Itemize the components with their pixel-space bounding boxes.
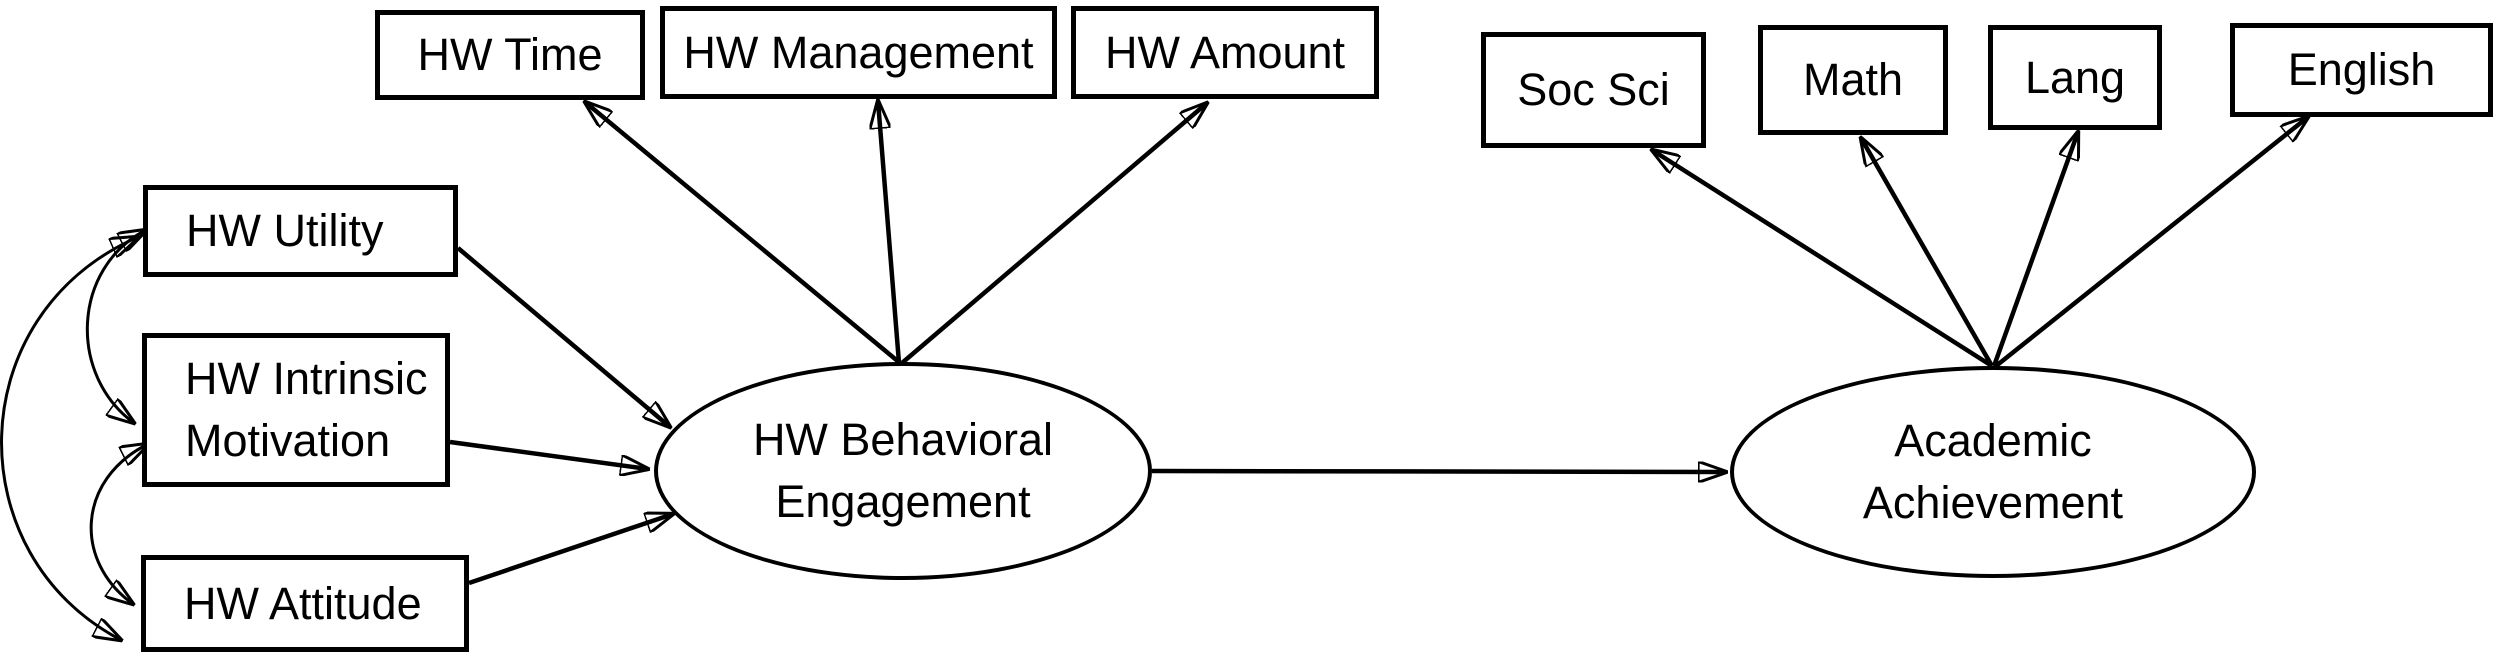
- edge-achievement-to-lang: [1991, 132, 2078, 367]
- node-lang-label: Lang: [2024, 51, 2126, 103]
- node-academic-achievement-label-line2: Achievement: [1862, 477, 2124, 528]
- node-hw-amount: HW Amount: [1071, 6, 1379, 99]
- edge-achievement-to-soc-sci: [1652, 150, 1994, 368]
- node-hw-time: HW Time: [375, 10, 645, 100]
- node-hw-intrinsic-motivation-label-line1: HW Intrinsic: [185, 353, 428, 404]
- node-academic-achievement-label-line1: Academic: [1894, 415, 2092, 466]
- edge-engagement-to-hw-time: [585, 102, 902, 365]
- node-soc-sci: Soc Sci: [1481, 32, 1706, 148]
- node-hw-intrinsic-motivation-label-line2: Motivation: [185, 415, 391, 466]
- node-math: Math: [1758, 25, 1948, 135]
- edge-hw-intrinsic-to-engagement: [449, 439, 648, 469]
- node-hw-behavioral-engagement-label-line1: HW Behavioral: [752, 414, 1054, 465]
- node-math-label: Math: [1802, 54, 1904, 105]
- edge-hw-utility-to-engagement: [456, 246, 670, 427]
- node-lang: Lang: [1988, 25, 2162, 130]
- node-hw-attitude-label: HW Attitude: [184, 577, 422, 629]
- edge-achievement-to-english: [1994, 117, 2308, 368]
- node-soc-sci-label: Soc Sci: [1517, 64, 1670, 115]
- edge-achievement-to-math: [1861, 138, 1994, 368]
- node-hw-management-label: HW Management: [683, 26, 1034, 78]
- edge-engagement-to-achievement: [1151, 471, 1726, 472]
- node-hw-attitude: HW Attitude: [141, 555, 469, 652]
- node-hw-management: HW Management: [660, 6, 1057, 99]
- node-hw-intrinsic-motivation: HW Intrinsic Motivation: [142, 333, 450, 487]
- node-english: English: [2230, 23, 2493, 117]
- edge-engagement-to-hw-management: [878, 101, 902, 364]
- covariance-hw-utility-hw-attitude: [0, 237, 138, 640]
- edge-engagement-to-hw-amount: [900, 103, 1207, 365]
- node-hw-utility: HW Utility: [143, 185, 458, 277]
- node-hw-amount-label: HW Amount: [1104, 26, 1346, 78]
- covariance-hw-intrinsic-hw-attitude: [89, 444, 148, 604]
- edge-hw-attitude-to-engagement: [468, 514, 673, 586]
- node-english-label: English: [2287, 44, 2436, 95]
- node-academic-achievement: Academic Achievement: [1730, 366, 2256, 578]
- node-hw-utility-label: HW Utility: [186, 205, 384, 256]
- node-hw-behavioral-engagement: HW Behavioral Engagement: [654, 362, 1152, 580]
- node-hw-time-label: HW Time: [417, 29, 603, 80]
- node-hw-behavioral-engagement-label-line2: Engagement: [775, 476, 1031, 527]
